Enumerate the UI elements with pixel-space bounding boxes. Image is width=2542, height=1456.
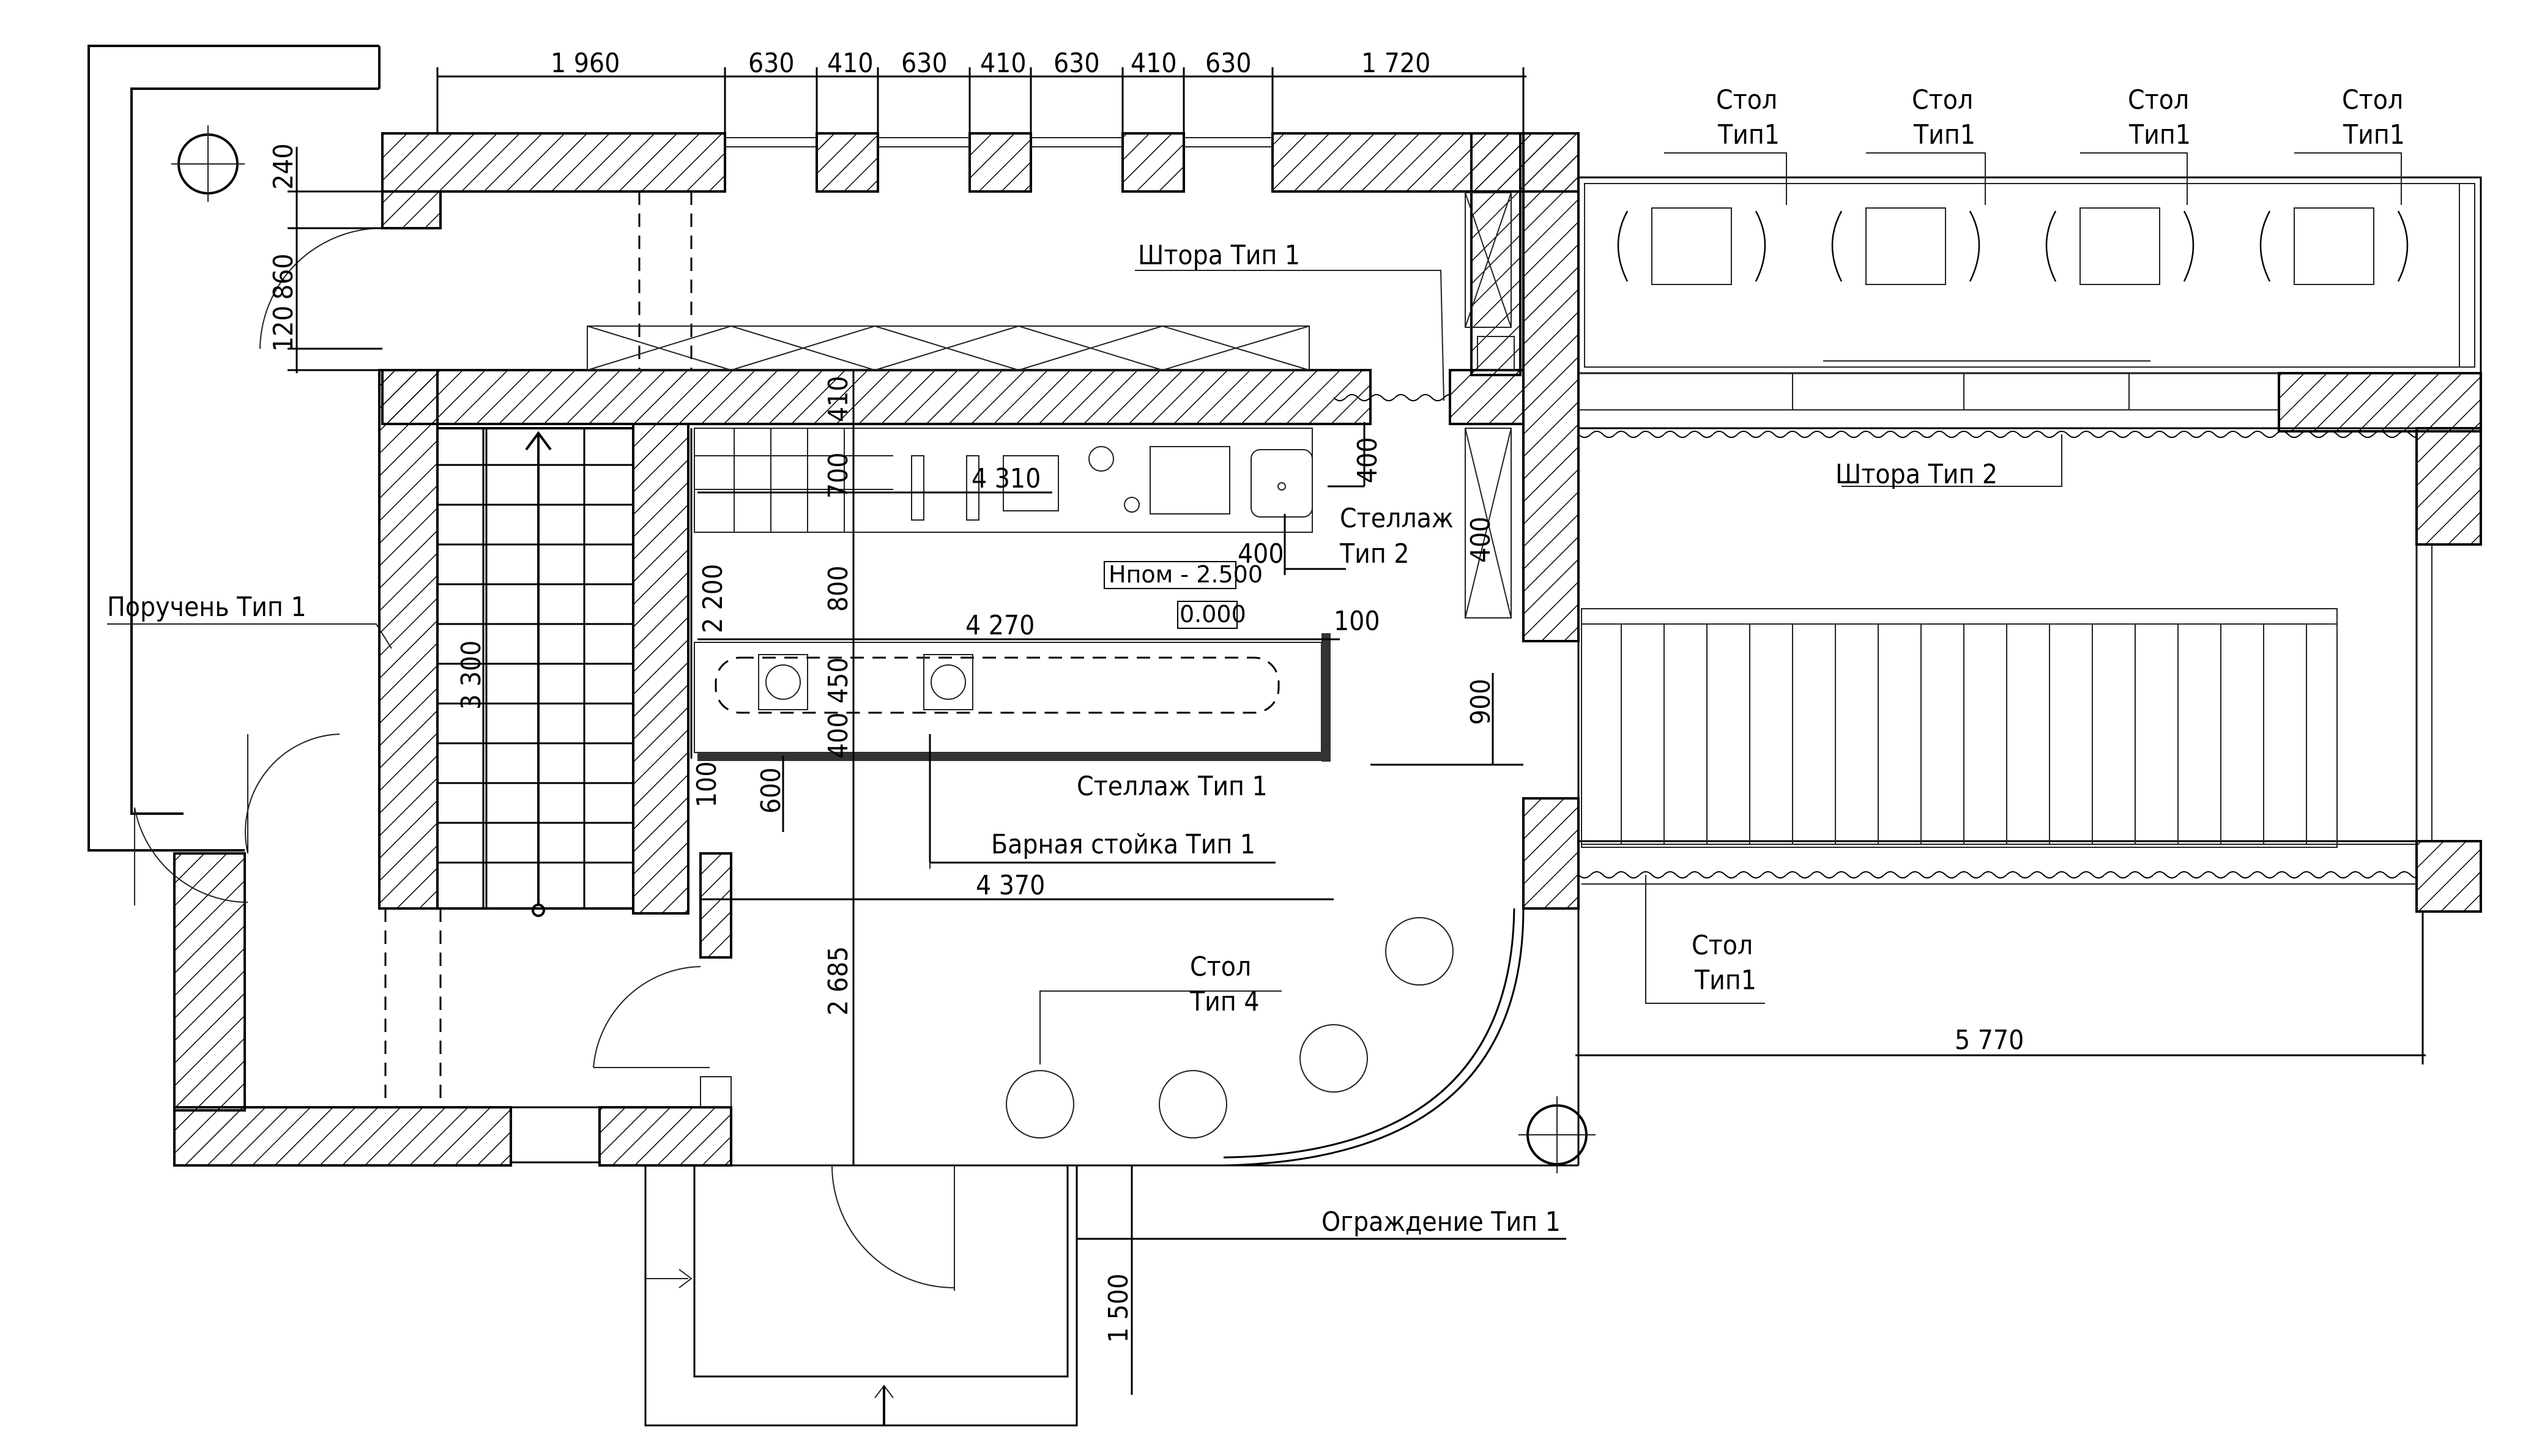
- terrace-top: [1577, 176, 2482, 410]
- dim-100-a: 100: [691, 761, 723, 808]
- axis-marker-top-left: [171, 125, 245, 202]
- curtain-type1-corridor: [1334, 392, 1450, 404]
- leaders: [107, 152, 2402, 1064]
- label-shelf2-line2: Тип 2: [1339, 538, 1410, 570]
- level-label: 0.000: [1180, 601, 1246, 628]
- dim-1500: 1 500: [1103, 1274, 1134, 1343]
- dim-400-c: 400: [1465, 516, 1496, 563]
- axis-marker-bottom-right: [1518, 1096, 1596, 1173]
- dim-top-1: 1 960: [551, 48, 620, 79]
- label-table-top4-line2: Тип1: [2343, 119, 2405, 150]
- label-table-top1-line1: Стол: [1716, 84, 1777, 116]
- room-height-box: [1104, 561, 1236, 589]
- room-height-label: Hпом - 2.500: [1109, 561, 1263, 588]
- dim-5770: 5 770: [1955, 1025, 2024, 1056]
- entrance-vestibule: [644, 1165, 1078, 1427]
- dim-900: 900: [1465, 678, 1496, 725]
- dim-2200: 2 200: [697, 564, 729, 633]
- dim-top-5: 410: [980, 48, 1027, 79]
- dim-240: 240: [268, 143, 299, 190]
- label-tableB-line2: Тип1: [1694, 965, 1756, 996]
- label-table-top2-line1: Стол: [1912, 84, 1973, 116]
- dim-410: 410: [823, 376, 854, 422]
- top-right-cabinet: [1465, 192, 1515, 371]
- terrace-dim-line: [1575, 912, 2426, 1064]
- label-curtain2: Штора Тип 2: [1835, 459, 1998, 490]
- curtain-type2-bottom: [1578, 869, 2417, 881]
- dim-4370: 4 370: [976, 870, 1045, 901]
- terrace-deck: [1577, 427, 2432, 885]
- main-room-outline: [511, 908, 1580, 1167]
- kitchen-dim-lines: [690, 370, 1523, 1165]
- level-box: [1177, 601, 1238, 629]
- dim-top-4: 630: [901, 48, 948, 79]
- dim-4310: 4 310: [972, 463, 1041, 494]
- dim-600: 600: [756, 767, 787, 814]
- terrace-tables: [1617, 207, 2409, 285]
- label-shelf1: Стеллаж Тип 1: [1077, 771, 1268, 802]
- right-cabinet-shelf2: [1465, 428, 1512, 618]
- dim-400-d: 400: [1238, 538, 1284, 570]
- stair-exit-door: [134, 734, 340, 905]
- kitchen-equipment: [694, 428, 1313, 533]
- dim-120: 120: [268, 305, 299, 352]
- label-handrail: Поручень Тип 1: [107, 592, 307, 623]
- bar-counter: [694, 633, 1331, 762]
- label-table-top1-line2: Тип1: [1717, 119, 1780, 150]
- label-table-top3-line2: Тип1: [2128, 119, 2191, 150]
- dim-400-b: 400: [1352, 437, 1383, 483]
- label-table-top3-line1: Стол: [2128, 84, 2189, 116]
- label-bar: Барная стойка Тип 1: [991, 829, 1255, 860]
- label-table4-line1: Стол: [1190, 951, 1251, 982]
- dim-2685: 2 685: [823, 946, 854, 1016]
- dim-top-2: 630: [748, 48, 795, 79]
- label-table-top2-line2: Тип1: [1913, 119, 1975, 150]
- label-table-top4-line1: Стол: [2342, 84, 2403, 116]
- label-table4-line2: Тип 4: [1189, 986, 1260, 1017]
- dim-700: 700: [823, 452, 854, 499]
- walls: [173, 132, 2482, 1167]
- dim-top-3: 410: [827, 48, 874, 79]
- staircase: [436, 427, 634, 917]
- label-fence: Ограждение Тип 1: [1321, 1206, 1561, 1238]
- dim-800: 800: [823, 565, 854, 612]
- dim-100-b: 100: [1334, 606, 1380, 637]
- top-windows: [725, 137, 1273, 147]
- label-shelf2-line1: Стеллаж: [1340, 503, 1454, 534]
- bar-stools: [1006, 917, 1454, 1138]
- dim-3300: 3 300: [456, 641, 487, 710]
- top-dimension-line: [436, 67, 1526, 133]
- label-curtain1: Штора Тип 1: [1138, 240, 1300, 271]
- lower-left-door: [593, 966, 732, 1108]
- dim-top-8: 630: [1205, 48, 1252, 79]
- curtain-type2: [1578, 427, 2417, 439]
- top-counter: [587, 325, 1310, 371]
- dim-860: 860: [268, 253, 299, 300]
- dim-top-7: 410: [1131, 48, 1177, 79]
- dim-400-a: 400: [823, 712, 854, 759]
- left-dimension-line: [288, 147, 382, 373]
- dim-4270: 4 270: [965, 610, 1035, 641]
- dim-top-9: 1 720: [1361, 48, 1430, 79]
- dim-450: 450: [823, 657, 854, 704]
- dim-top-6: 630: [1054, 48, 1100, 79]
- handrail-lines: [87, 45, 381, 852]
- label-tableB-line1: Стол: [1692, 930, 1753, 961]
